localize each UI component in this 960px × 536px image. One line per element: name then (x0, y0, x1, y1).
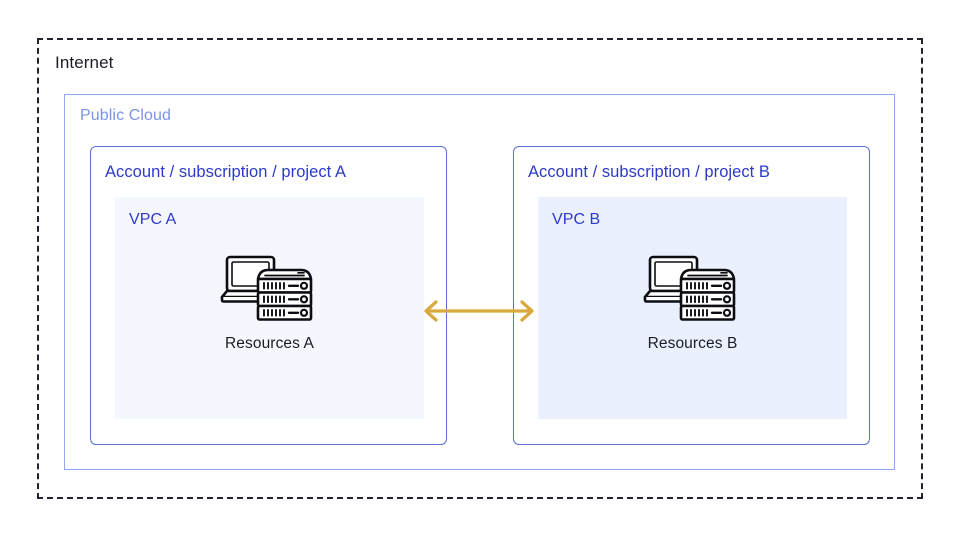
resource-caption-a: Resources A (225, 335, 314, 352)
arrow-head-left-icon (424, 300, 438, 322)
vpc-peering-connector[interactable] (415, 298, 543, 324)
account-label-a: Account / subscription / project A (105, 163, 347, 181)
arrow-head-right-icon (520, 300, 534, 322)
resource-node-b[interactable]: Resources B (538, 253, 847, 353)
vpc-label-a: VPC A (129, 211, 177, 228)
account-label-b: Account / subscription / project B (528, 163, 770, 181)
vpc-box-a[interactable]: VPC A (115, 197, 424, 419)
public-cloud-label: Public Cloud (80, 107, 172, 124)
internet-label: Internet (55, 53, 114, 72)
vpc-label-b: VPC B (552, 211, 601, 228)
resource-caption-b: Resources B (647, 335, 738, 352)
account-box-b[interactable]: Account / subscription / project B VPC B (513, 146, 870, 445)
resource-node-a[interactable]: Resources A (115, 253, 424, 353)
account-box-a[interactable]: Account / subscription / project A VPC A (90, 146, 447, 445)
vpc-box-b[interactable]: VPC B (538, 197, 847, 419)
laptop-server-icon (643, 255, 735, 321)
laptop-server-icon (220, 255, 312, 321)
